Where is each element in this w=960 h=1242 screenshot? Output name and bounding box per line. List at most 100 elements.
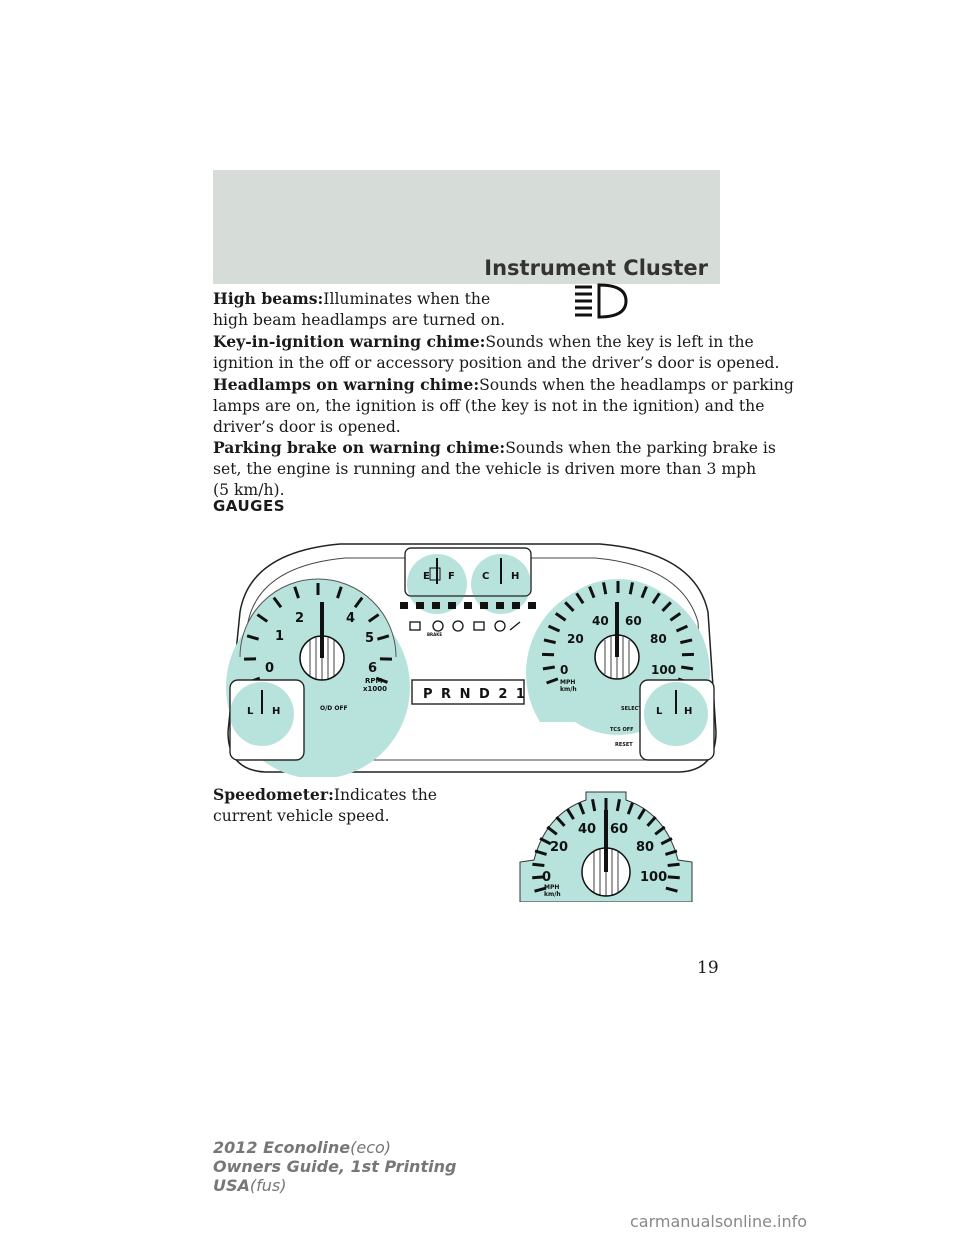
headlamps-term: Headlamps on warning chime: xyxy=(213,375,480,394)
page-title: Instrument Cluster xyxy=(484,256,708,280)
gauge-tick xyxy=(543,638,556,645)
gauge-tick xyxy=(654,825,666,836)
gauge-tick xyxy=(640,585,648,599)
reset-label: RESET xyxy=(615,742,633,748)
speedometer-detail-illustration: 0 20 40 60 80 100 MPH km/h xyxy=(519,791,693,902)
gauge-tick xyxy=(256,613,269,623)
gauge-tick xyxy=(575,592,585,605)
gauge-tick xyxy=(667,875,680,880)
gauge-tick xyxy=(680,665,694,671)
speedo-mph-40: 40 xyxy=(592,614,609,628)
od-off-label: O/D OFF xyxy=(320,705,348,712)
gauge-tick xyxy=(646,816,657,827)
gauge-tick xyxy=(626,802,634,815)
gauge-tick xyxy=(615,798,621,812)
gauge-tick xyxy=(353,596,364,609)
section-heading: GAUGES xyxy=(213,497,286,515)
gauge-tick xyxy=(588,585,596,599)
warning-lights: BRAKE xyxy=(400,602,536,637)
gauge-tick xyxy=(539,837,552,846)
tcs-off-label: TCS OFF xyxy=(610,727,634,733)
gauge-tick xyxy=(293,586,300,599)
gauge-tick xyxy=(564,601,575,613)
fuel-pump-icon xyxy=(429,567,441,581)
high-beams-paragraph: High beams:Illuminates when the high bea… xyxy=(213,288,505,331)
headlamps-text-2: lamps are on, the ignition is off (the k… xyxy=(213,397,765,415)
detail-units-kmh: km/h xyxy=(544,891,561,898)
gauge-tick xyxy=(555,816,566,827)
left-gauge-low: L xyxy=(247,706,254,717)
gauge-tick xyxy=(566,808,575,820)
header-band: Instrument Cluster xyxy=(213,170,720,284)
speedo-mph-60: 60 xyxy=(625,614,642,628)
tach-label-1: 1 xyxy=(275,629,284,644)
headlamps-text-3: driver’s door is opened. xyxy=(213,418,401,436)
headlamps-text: Sounds when the headlamps or parking xyxy=(479,376,794,394)
detail-mph-100: 100 xyxy=(640,870,667,885)
footer-line2: Owners Guide, 1st Printing xyxy=(213,1157,457,1176)
gauge-tick xyxy=(367,613,380,623)
temp-hot-label: H xyxy=(511,571,519,582)
gauge-tick xyxy=(554,612,567,622)
speedo-units-kmh: km/h xyxy=(560,686,577,693)
temp-cold-label: C xyxy=(482,571,489,582)
gauge-tick xyxy=(534,886,547,893)
tach-label-6: 6 xyxy=(368,661,377,676)
parking-brake-term: Parking brake on warning chime: xyxy=(213,438,506,457)
parking-brake-text: Sounds when the parking brake is xyxy=(505,439,776,457)
footer-line1-code: (eco) xyxy=(350,1138,392,1157)
gauge-tick xyxy=(336,586,343,599)
high-beam-icon xyxy=(575,283,628,319)
gauge-tick xyxy=(667,862,680,868)
key-in-ignition-text: Sounds when the key is left in the xyxy=(485,333,754,351)
right-gauge-low: L xyxy=(656,706,663,717)
gauge-tick xyxy=(660,837,673,846)
gauge-tick xyxy=(578,802,586,815)
instrument-cluster-illustration: E F C H 0 1 2 4 5 6 RPM x1000 O/D OFF L … xyxy=(226,543,717,777)
tach-label-0: 0 xyxy=(265,661,274,676)
gauge-tick xyxy=(375,676,389,684)
right-aux-gauge: L H xyxy=(639,679,715,761)
key-in-ignition-text-2: ignition in the off or accessory positio… xyxy=(213,354,780,372)
gauge-tick xyxy=(665,886,678,893)
detail-mph-80: 80 xyxy=(636,840,654,855)
select-label: SELECT xyxy=(621,706,642,712)
gauge-tick xyxy=(546,677,559,685)
detail-mph-40: 40 xyxy=(578,822,596,837)
gauge-tick xyxy=(546,825,558,836)
key-in-ignition-paragraph: Key-in-ignition warning chime:Sounds whe… xyxy=(213,331,779,374)
high-beams-text: Illuminates when the xyxy=(323,290,491,308)
gauge-tick xyxy=(246,634,260,641)
gauge-tick xyxy=(602,582,608,595)
footer-line3-code: (fus) xyxy=(249,1176,287,1195)
high-beams-term: High beams: xyxy=(213,289,324,308)
gauge-tick xyxy=(376,634,390,641)
speedo-mph-80: 80 xyxy=(650,632,667,646)
gauge-tick xyxy=(661,601,672,613)
gauge-tick xyxy=(637,808,646,820)
left-aux-gauge: L H xyxy=(229,679,305,761)
speedo-mph-100: 100 xyxy=(651,663,676,677)
prndl-text: P R N D 2 1 xyxy=(423,687,527,702)
page-number: 19 xyxy=(697,958,719,978)
footer-line1: 2012 Econoline xyxy=(213,1138,351,1157)
gauge-tick xyxy=(651,592,661,605)
gauge-tick xyxy=(591,798,597,812)
detail-mph-20: 20 xyxy=(550,840,568,855)
key-in-ignition-term: Key-in-ignition warning chime: xyxy=(213,332,486,351)
parking-brake-text-2: set, the engine is running and the vehic… xyxy=(213,460,757,478)
detail-units-mph: MPH xyxy=(544,884,559,891)
footer: 2012 Econoline(eco) Owners Guide, 1st Pr… xyxy=(213,1138,456,1195)
right-gauge-high: H xyxy=(684,706,692,717)
speedometer-paragraph: Speedometer:Indicates the current vehicl… xyxy=(213,784,437,827)
gauge-tick xyxy=(532,875,545,880)
tach-label-2: 2 xyxy=(295,611,304,626)
gauge-tick xyxy=(534,849,547,856)
left-gauge-high: H xyxy=(272,706,280,717)
tach-scale: x1000 xyxy=(363,685,387,693)
footer-line3: USA xyxy=(213,1176,250,1195)
speedometer-text: Indicates the xyxy=(333,786,438,804)
headlamps-paragraph: Headlamps on warning chime:Sounds when t… xyxy=(213,374,794,438)
gauge-tick xyxy=(665,849,678,856)
speedometer-term: Speedometer: xyxy=(213,785,334,804)
